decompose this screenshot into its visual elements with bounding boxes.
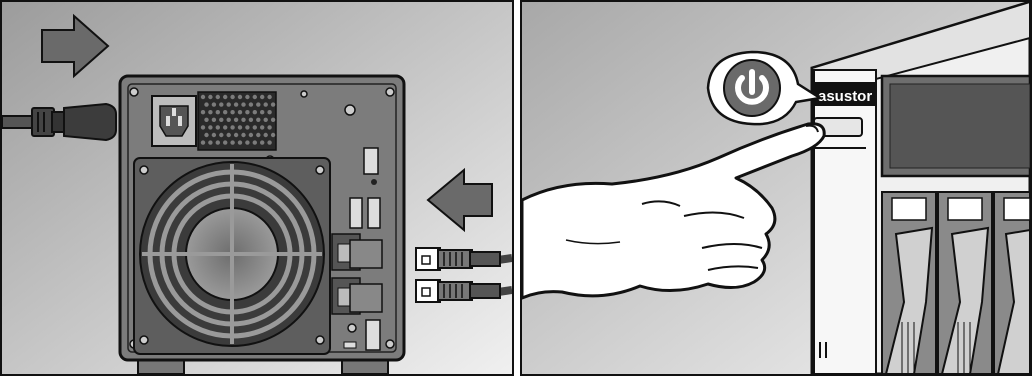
vent-hole (223, 125, 228, 130)
lan-port-4 (349, 283, 383, 313)
power-callout-bubble (706, 50, 824, 126)
arrow-left-icon (426, 167, 493, 233)
vent-hole (256, 117, 261, 123)
vent-hole (204, 117, 209, 123)
vent-hole (208, 94, 213, 100)
vent-hole (267, 94, 272, 100)
vent-hole (233, 132, 239, 138)
vent-hole (248, 132, 254, 138)
hand-pointing (522, 122, 826, 300)
nas-chassis-front: asustor (810, 2, 1030, 374)
vent-hole (233, 117, 239, 123)
vent-hole (230, 140, 235, 145)
cooling-fan (133, 157, 331, 355)
vent-hole (263, 132, 268, 138)
front-power-panel: asustor (520, 0, 1032, 376)
usb-port-top (363, 147, 379, 175)
vent-hole (237, 110, 243, 115)
vent-hole (260, 140, 265, 145)
vent-hole (233, 102, 239, 107)
power-cable (2, 102, 117, 142)
vent-hole (208, 140, 213, 145)
vent-hole (200, 125, 206, 130)
vent-hole (241, 102, 246, 107)
vent-grille (197, 91, 277, 151)
vent-hole (204, 102, 209, 107)
vent-hole (270, 102, 276, 107)
io-ports (331, 147, 383, 351)
vent-hole (245, 94, 250, 100)
vent-hole (215, 125, 220, 130)
usb-port (367, 197, 381, 229)
vent-hole (204, 132, 209, 138)
vent-hole (252, 110, 257, 115)
vent-hole (245, 140, 250, 145)
vent-hole (226, 117, 231, 123)
usb-port (349, 197, 363, 229)
vent-hole (219, 132, 224, 138)
vent-hole (260, 94, 265, 100)
vent-hole (248, 102, 254, 107)
vent-hole (237, 125, 243, 130)
vent-hole (252, 125, 257, 130)
vent-hole (226, 132, 231, 138)
vent-hole (241, 117, 246, 123)
rear-connection-panel (0, 0, 514, 376)
vent-hole (241, 132, 246, 138)
vent-hole (263, 117, 268, 123)
vent-hole (267, 140, 272, 145)
brand-logo: asustor (818, 88, 872, 105)
front-illustration: asustor (522, 2, 1030, 374)
vent-hole (267, 110, 272, 115)
vent-hole (219, 117, 224, 123)
power-icon (723, 59, 781, 117)
vent-hole (256, 102, 261, 107)
vent-hole (219, 102, 224, 107)
vent-hole (256, 132, 261, 138)
vent-hole (245, 125, 250, 130)
vent-hole (223, 110, 228, 115)
vent-hole (230, 94, 235, 100)
vent-hole (208, 110, 213, 115)
hdmi-port (365, 319, 381, 351)
vent-hole (260, 110, 265, 115)
vent-hole (200, 140, 206, 145)
vent-hole (211, 117, 217, 123)
vent-hole (215, 140, 220, 145)
vent-hole (260, 125, 265, 130)
lan-port-2 (349, 239, 383, 269)
vent-hole (200, 94, 206, 100)
network-cable-2 (415, 279, 512, 303)
vent-hole (200, 110, 206, 115)
vent-hole (230, 125, 235, 130)
vent-hole (252, 140, 257, 145)
vent-hole (223, 140, 228, 145)
network-cable-1 (415, 247, 512, 271)
vent-hole (237, 94, 243, 100)
vent-hole (223, 94, 228, 100)
vent-hole (245, 110, 250, 115)
vent-hole (252, 94, 257, 100)
vent-hole (230, 110, 235, 115)
vent-hole (270, 132, 276, 138)
vent-hole (215, 94, 220, 100)
vent-hole (248, 117, 254, 123)
vent-hole (208, 125, 213, 130)
vent-hole (263, 102, 268, 107)
power-socket (151, 95, 197, 147)
brand-bar (814, 82, 876, 106)
vent-hole (267, 125, 272, 130)
vent-hole (211, 132, 217, 138)
vent-hole (226, 102, 231, 107)
rear-illustration (2, 2, 512, 374)
arrow-right-icon (41, 13, 110, 79)
vent-hole (215, 110, 220, 115)
vent-hole (237, 140, 243, 145)
vent-hole (270, 117, 276, 123)
vent-hole (211, 102, 217, 107)
